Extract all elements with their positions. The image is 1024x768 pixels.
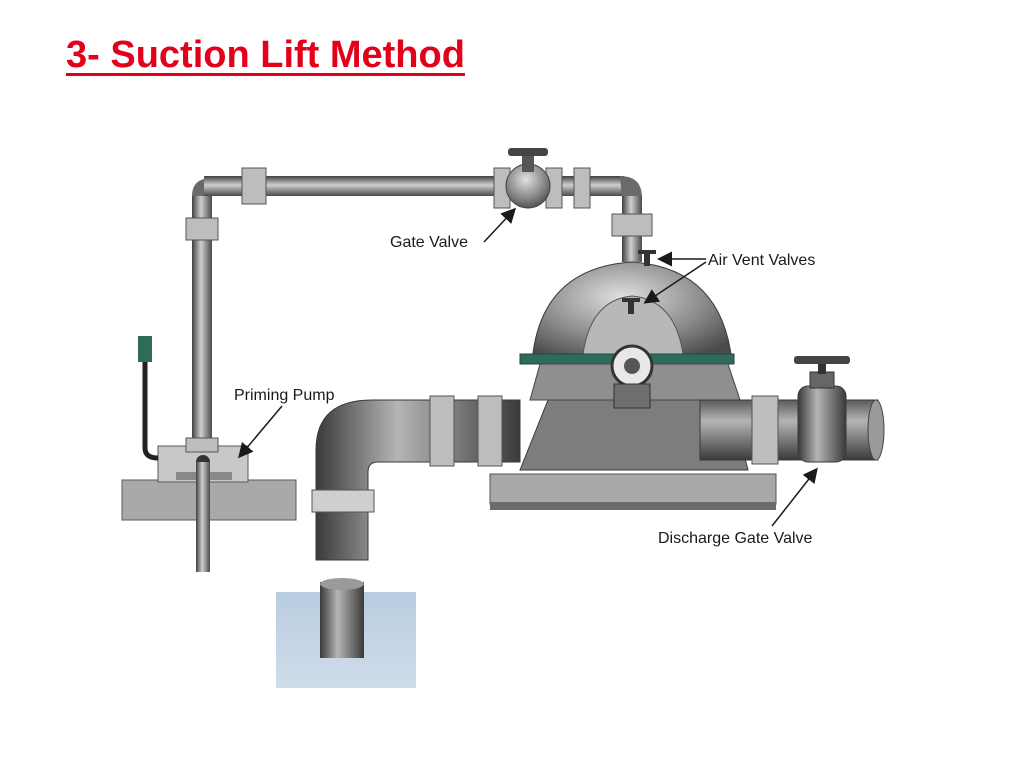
discharge-pipe — [699, 395, 885, 465]
discharge-gate-valve — [794, 356, 850, 463]
label-priming-pump: Priming Pump — [234, 387, 335, 404]
label-discharge-gate-valve: Discharge Gate Valve — [658, 530, 813, 547]
label-air-vent-valves: Air Vent Valves — [708, 252, 815, 269]
main-pump — [519, 250, 749, 471]
pump-base — [489, 473, 777, 505]
priming-line-vertical — [192, 196, 212, 448]
slide-title: 3- Suction Lift Method — [66, 34, 465, 76]
gate-valve — [505, 148, 551, 209]
priming-pump — [121, 336, 297, 572]
suction-pipe — [311, 395, 521, 561]
label-gate-valve: Gate Valve — [390, 234, 468, 251]
suction-pipe-end — [320, 582, 364, 658]
